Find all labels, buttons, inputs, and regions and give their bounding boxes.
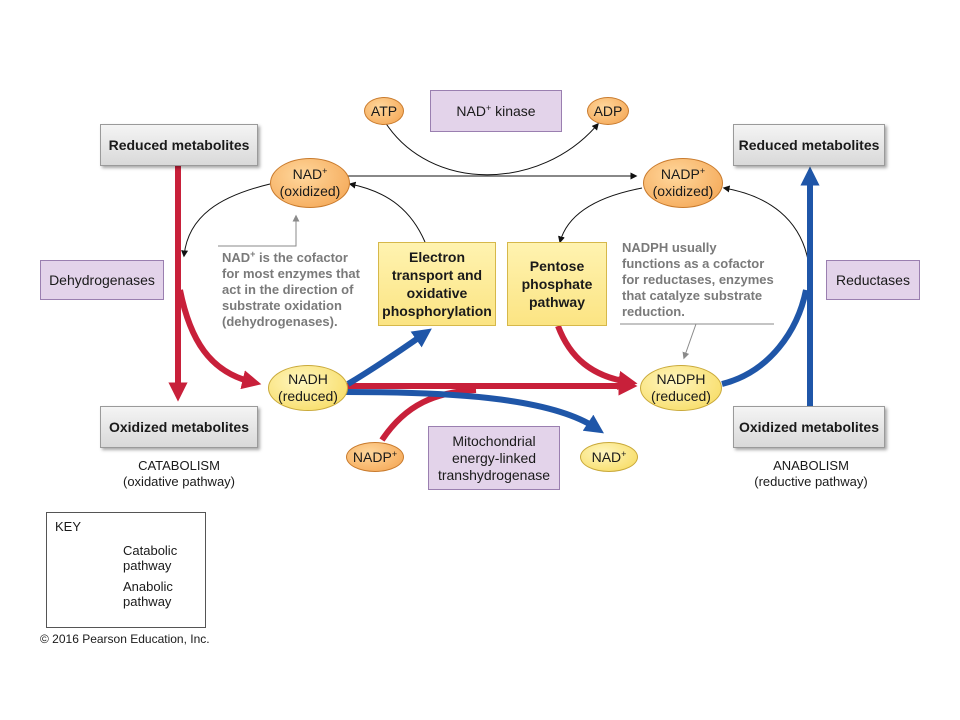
electron-transport-line: phosphorylation [382,303,492,319]
adp-oval: ADP [587,97,629,125]
red-to-nadh [177,289,262,390]
catabolism-caption: CATABOLISM (oxidative pathway) [100,458,258,490]
key-title: KEY [55,519,82,534]
nadph-note-line: functions as a cofactor [622,256,765,271]
arrow-reductase-to-nadp [722,185,809,261]
reductases-box: Reductases [826,260,920,300]
nadph-note-line: NADPH usually [622,240,717,255]
nadp-oxidized-state: (oxidized) [652,183,714,199]
transhydrogenase-box: Mitochondrial energy-linked transhydroge… [428,426,560,490]
nadp-oxidized-name: NADP+ [660,166,706,182]
electron-transport-line: Electron [408,249,465,265]
oxidized-metabolites-right: Oxidized metabolites [733,406,885,448]
nad-note-line: act in the direction of [222,282,354,297]
nadph-state: (reduced) [651,388,711,404]
red-ppp-to-nadph [555,324,638,390]
anabolism-caption: ANABOLISM (reductive pathway) [733,458,889,490]
nad-note-line: for most enzymes that [222,266,360,281]
nad-small-label: NAD+ [591,448,627,465]
electron-transport-box: Electron transport and oxidative phospho… [378,242,496,326]
catabolism-subtitle: (oxidative pathway) [123,474,235,489]
oxidized-metabolites-left-label: Oxidized metabolites [108,419,250,435]
nadp-small-oval: NADP+ [346,442,404,472]
nad-kinase-box: NAD+ kinase [430,90,562,132]
reduced-metabolites-left-label: Reduced metabolites [108,137,250,153]
atp-label: ATP [370,102,398,119]
nad-note-line: NAD+ is the cofactor [222,249,348,266]
arrow-nad-to-dehydrogenase [181,183,271,258]
transhydrogenase-line: Mitochondrial [452,432,536,449]
reduced-metabolites-right-label: Reduced metabolites [738,137,880,153]
adp-label: ADP [593,102,623,119]
pentose-phosphate-line: Pentose [529,258,585,274]
electron-transport-line: transport and [391,267,483,283]
nadph-note-line: that catalyze substrate [622,288,763,303]
reduced-metabolites-left: Reduced metabolites [100,124,258,166]
nadh-oval: NADH (reduced) [268,365,348,411]
pointer-nad-note [218,214,300,247]
nad-note-line: substrate oxidation [222,298,342,313]
arrow-nadp-to-ppp [558,187,643,244]
blue-nadph-to-reduced [721,289,809,387]
anabolism-subtitle: (reductive pathway) [754,474,868,489]
copyright-notice: © 2016 Pearson Education, Inc. [40,632,210,646]
oxidized-metabolites-right-label: Oxidized metabolites [738,419,880,435]
pentose-phosphate-box: Pentose phosphate pathway [507,242,607,326]
catabolism-title: CATABOLISM [138,458,220,473]
nadph-cofactor-note: NADPH usually functions as a cofactor fo… [622,240,774,320]
nadph-oval: NADPH (reduced) [640,365,722,411]
blue-nadh-to-nad [345,389,604,434]
arrow-etc-to-nad [348,181,426,243]
pentose-phosphate-line: pathway [528,294,585,310]
nad-small-oval: NAD+ [580,442,638,472]
nad-oxidized-oval: NAD+ (oxidized) [270,158,350,208]
nad-cofactor-note: NAD+ is the cofactor for most enzymes th… [222,250,360,330]
transhydrogenase-line: energy-linked [451,449,537,466]
reductases-label: Reductases [836,272,910,288]
transhydrogenase-line: transhydrogenase [437,466,551,483]
arrow-atp-to-adp [384,121,599,176]
dehydrogenases-box: Dehydrogenases [40,260,164,300]
nadh-name: NADH [288,371,328,387]
nad-oxidized-name: NAD+ [292,166,328,182]
nadph-name: NADPH [656,371,706,387]
dehydrogenases-label: Dehydrogenases [49,272,155,288]
red-nadp-to-transhydrogenase [379,387,477,442]
nadph-note-line: for reductases, enzymes [622,272,774,287]
nadh-state: (reduced) [278,388,338,404]
nad-kinase-label: NAD+ kinase [456,103,536,119]
reduced-metabolites-right: Reduced metabolites [733,124,885,166]
pentose-phosphate-line: phosphate [521,276,593,292]
nad-note-line: (dehydrogenases). [222,314,338,329]
nadph-note-line: reduction. [622,304,685,319]
nadp-oxidized-oval: NADP+ (oxidized) [643,158,723,208]
anabolism-title: ANABOLISM [773,458,849,473]
oxidized-metabolites-left: Oxidized metabolites [100,406,258,448]
nad-oxidized-state: (oxidized) [279,183,341,199]
blue-nadh-to-etc [346,328,432,387]
atp-oval: ATP [364,97,404,125]
nadp-small-label: NADP+ [352,448,398,465]
pointer-nadph-note [620,323,774,358]
electron-transport-line: oxidative [406,285,468,301]
